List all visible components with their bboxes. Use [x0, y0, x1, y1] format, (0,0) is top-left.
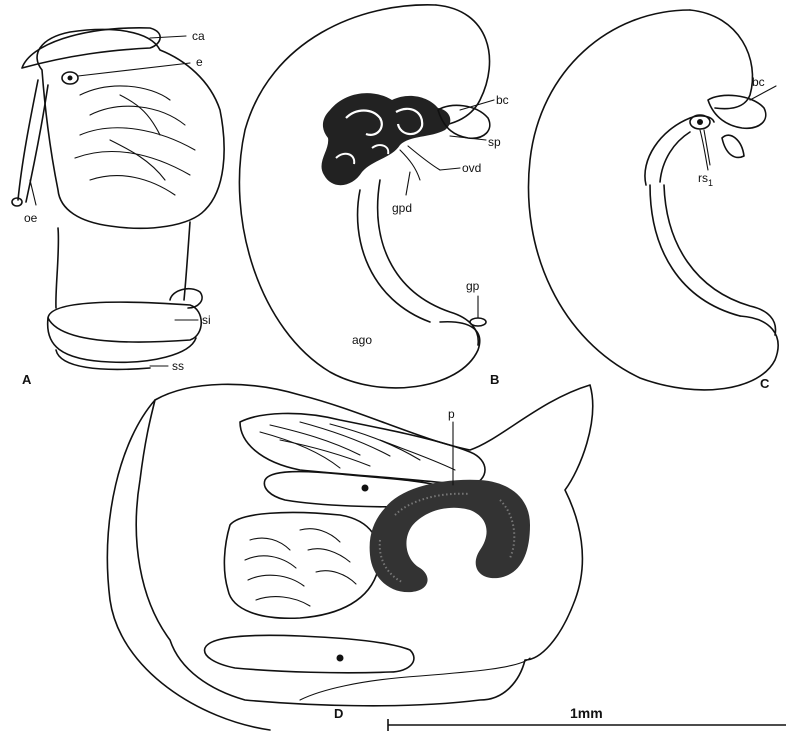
penis-organ: [370, 480, 530, 592]
label-sp: sp: [488, 135, 501, 149]
label-p: p: [448, 407, 455, 421]
label-ss: ss: [172, 359, 184, 373]
label-gpd: gpd: [392, 201, 412, 215]
scale-bar: 1mm: [388, 705, 786, 731]
label-e: e: [196, 55, 203, 69]
leader-e: [78, 63, 190, 76]
leader-ca: [150, 36, 186, 38]
label-bc-c: bc: [752, 75, 765, 89]
label-rs-subscript: 1: [708, 178, 713, 188]
panel-letter-d: D: [334, 706, 343, 721]
leader-oe: [30, 180, 36, 205]
panel-d: p D: [107, 384, 592, 730]
panel-letter-b: B: [490, 372, 499, 387]
panel-c: bc rs1 C: [528, 10, 778, 391]
label-oe: oe: [24, 211, 38, 225]
leader-gpd: [406, 172, 410, 195]
label-rs: rs1: [698, 171, 713, 188]
panel-b: bc sp ovd gpd gp ago B: [239, 5, 508, 388]
panel-letter-c: C: [760, 376, 770, 391]
label-gp: gp: [466, 279, 480, 293]
leader-bc: [460, 100, 494, 110]
label-bc: bc: [496, 93, 509, 107]
panel-letter-a: A: [22, 372, 32, 387]
scale-bar-label: 1mm: [570, 705, 603, 721]
label-ovd: ovd: [462, 161, 481, 175]
albumen-gland: [322, 93, 451, 185]
leader-ovd: [440, 168, 460, 170]
label-rs-main: rs: [698, 171, 708, 185]
label-si: si: [202, 313, 211, 327]
label-ca: ca: [192, 29, 205, 43]
label-ago: ago: [352, 333, 372, 347]
leader-rs: [704, 130, 710, 165]
panel-a: ca e oe si ss A: [12, 28, 224, 387]
